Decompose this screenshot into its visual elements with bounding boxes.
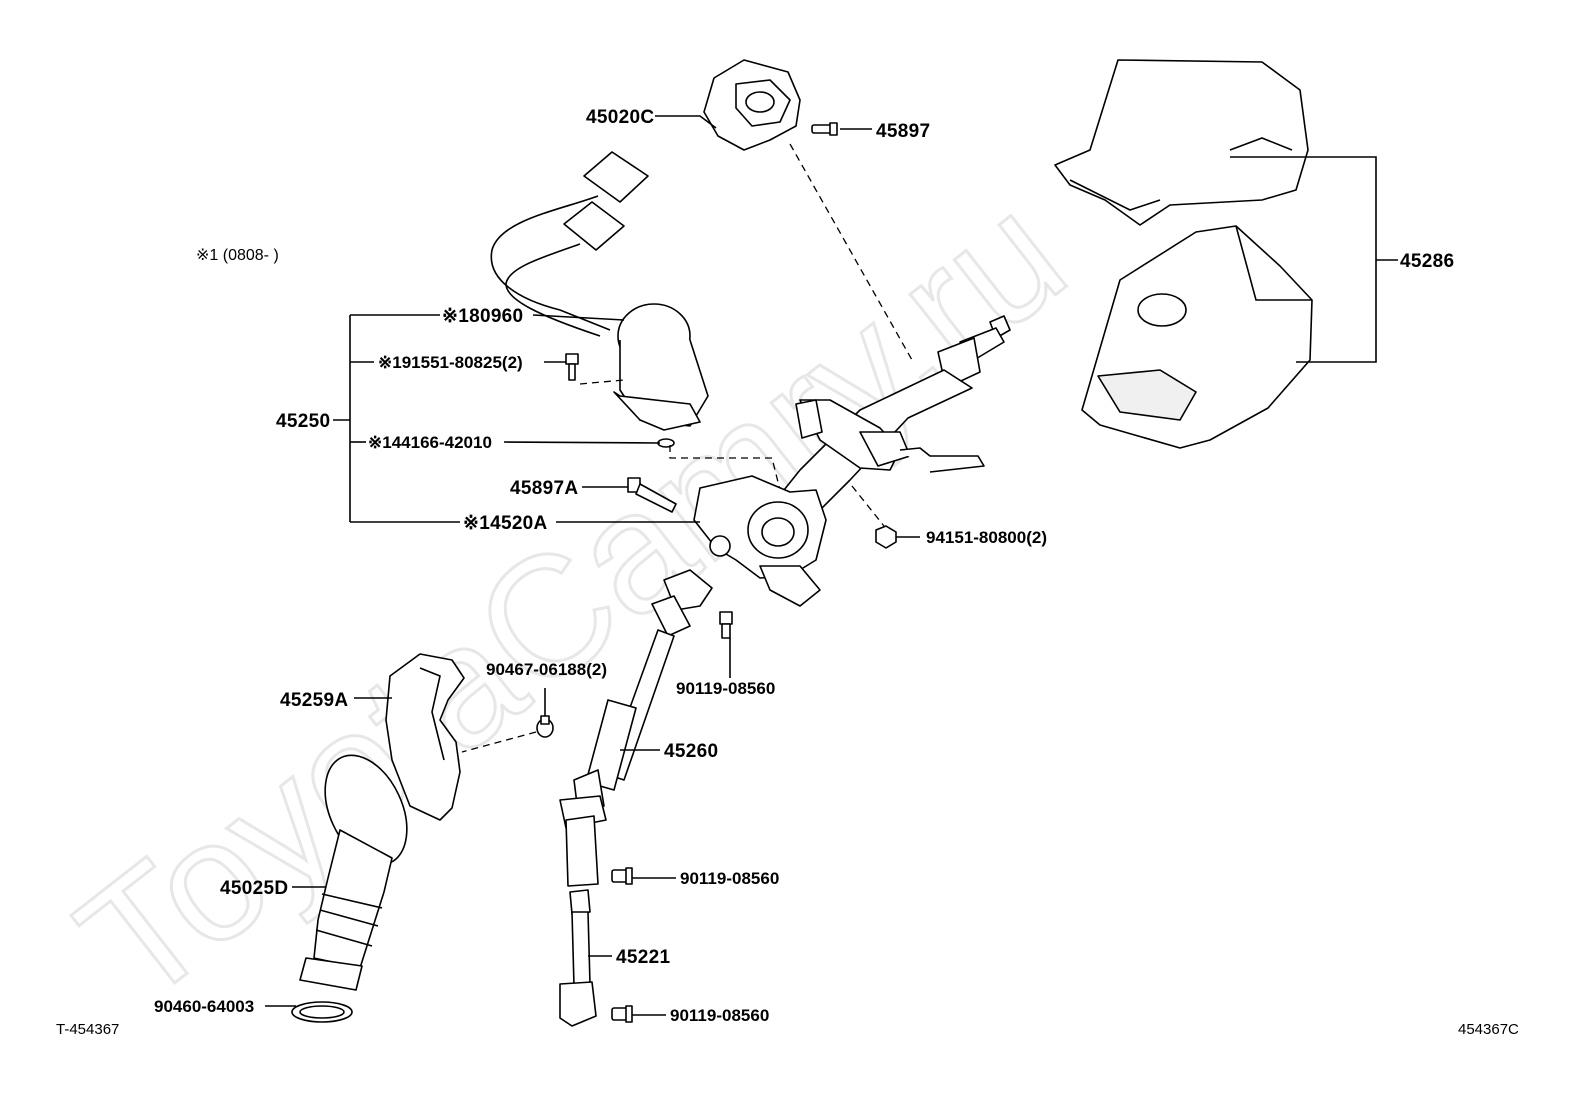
label-90467-06188: 90467-06188(2) [486, 660, 607, 679]
part-45260-shaft [559, 569, 713, 887]
label-90119-08560-upper: 90119-08560 [676, 679, 775, 698]
leader-45286 [1230, 156, 1398, 363]
footer-left-code: T-454367 [56, 1021, 119, 1038]
label-14520a: ※14520A [463, 513, 548, 534]
part-45286-lower-cover [1081, 225, 1313, 449]
part-90119-bolt-lower [611, 1005, 633, 1023]
part-45897-screw [811, 122, 838, 136]
label-90460-64003: 90460-64003 [154, 997, 254, 1016]
assembly-line-lock [789, 143, 913, 361]
label-45259a: 45259A [280, 690, 348, 711]
assembly-line-90467 [461, 731, 537, 753]
part-steering-column [693, 315, 1011, 607]
part-45259a-seal-plate [385, 653, 465, 821]
part-45221-shaft [559, 889, 597, 1027]
label-45260: 45260 [664, 741, 718, 762]
label-45286: 45286 [1400, 251, 1454, 272]
part-80960-motor [613, 303, 709, 431]
label-94151-80800: 94151-80800(2) [926, 528, 1047, 547]
label-80960: ※180960 [442, 306, 523, 327]
label-45897a: 45897A [510, 478, 578, 499]
part-191551-bolt [565, 353, 579, 381]
label-45250: 45250 [276, 411, 330, 432]
label-90119-08560-lower: 90119-08560 [670, 1006, 769, 1025]
part-harness-connectors [490, 151, 649, 337]
label-90119-08560-middle: 90119-08560 [680, 869, 779, 888]
part-45897a-bolt [627, 477, 677, 513]
leader-lines [265, 115, 920, 1016]
note-serial-range: ※1 (0808- ) [196, 247, 279, 264]
part-90119-bolt-middle [611, 867, 633, 885]
part-90119-bolt-upper [719, 611, 733, 639]
label-45025d: 45025D [220, 878, 288, 899]
label-45020c: 45020C [586, 107, 654, 128]
footer-right-code: 454367C [1458, 1021, 1519, 1038]
part-90460-clamp [291, 1001, 353, 1023]
assembly-line-144166 [669, 445, 781, 491]
part-45020c-drawing [703, 59, 801, 151]
part-45025d-boot [299, 754, 408, 991]
part-94151-nut [875, 525, 897, 549]
label-191551-80825: ※191551-80825(2) [378, 353, 523, 372]
label-144166-42010: ※144166-42010 [368, 433, 492, 452]
assembly-line-191551 [579, 379, 625, 385]
part-144166-ring [657, 438, 675, 448]
assembly-line-94151 [851, 485, 885, 527]
part-45286-upper-cover [1054, 59, 1309, 226]
label-45221: 45221 [616, 947, 670, 968]
label-45897: 45897 [876, 121, 930, 142]
